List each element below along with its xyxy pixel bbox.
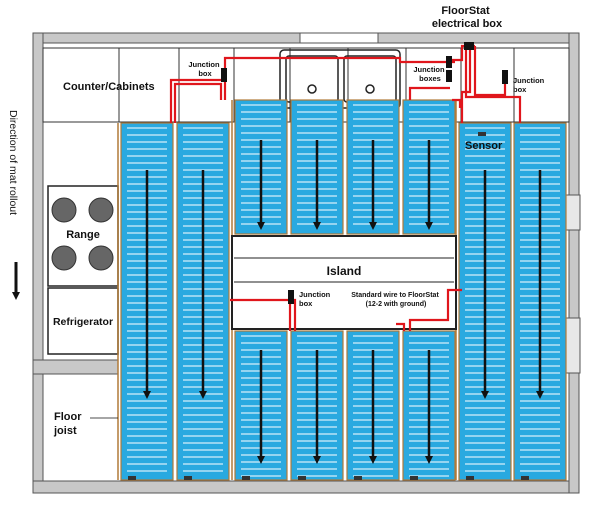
range-label: Range bbox=[66, 229, 100, 241]
range-burner-icon bbox=[51, 197, 77, 223]
junction-boxes-label: Junction boxes bbox=[413, 65, 446, 83]
junction-box-left-label: Junction box bbox=[188, 60, 221, 78]
sensor-label: Sensor bbox=[465, 140, 503, 152]
rollout-arrows bbox=[143, 140, 544, 464]
direction-label: Direction of mat rollout bbox=[7, 110, 19, 215]
range-burner-icon bbox=[88, 197, 114, 223]
island bbox=[231, 235, 457, 330]
mat-end-caps bbox=[128, 132, 529, 480]
range-burner-icon bbox=[88, 245, 114, 271]
counter-cabinets-label: Counter/Cabinets bbox=[63, 81, 155, 93]
doorway bbox=[299, 32, 379, 44]
wiring bbox=[169, 44, 522, 331]
floor-joist-label: Floor joist bbox=[53, 411, 85, 437]
text-labels: FloorStat electrical box Counter/Cabinet… bbox=[7, 5, 546, 437]
walls bbox=[32, 32, 581, 494]
refrigerator-label: Refrigerator bbox=[53, 316, 113, 328]
standard-wire-label: Standard wire to FloorStat (12-2 with gr… bbox=[351, 292, 440, 308]
window-upper bbox=[565, 194, 581, 231]
junction-box-island-label: Junction box bbox=[299, 290, 332, 308]
range bbox=[47, 185, 119, 287]
junction-boxes bbox=[221, 42, 508, 304]
window-lower bbox=[565, 317, 581, 374]
island-label: Island bbox=[327, 264, 362, 278]
junction-box-right-label: Junction box bbox=[513, 76, 546, 94]
floorstat-label: FloorStat electrical box bbox=[432, 5, 503, 30]
range-burner-icon bbox=[51, 245, 77, 271]
